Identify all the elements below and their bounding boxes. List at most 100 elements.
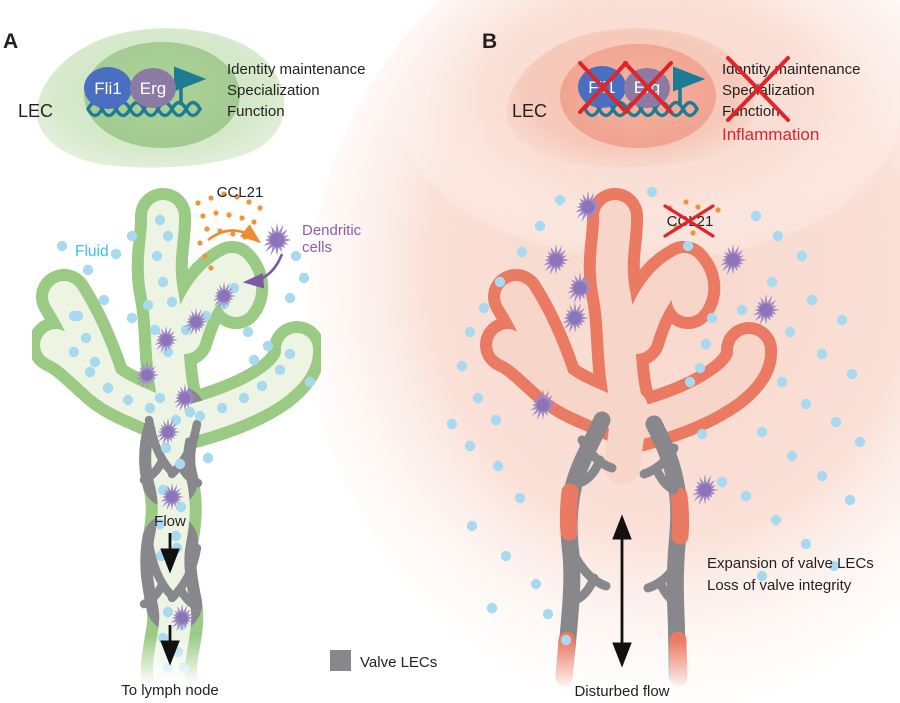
fluid-dot xyxy=(816,470,828,482)
function-item: Identity maintenance xyxy=(722,61,860,78)
fluid-dot xyxy=(175,501,187,513)
fluid-dot xyxy=(157,632,169,644)
disturbed-flow-label: Disturbed flow xyxy=(574,683,669,700)
fluid-dot xyxy=(682,240,694,252)
ccl21-dot xyxy=(200,213,206,219)
functions-list-a: Identity maintenance Specialization Func… xyxy=(227,61,365,120)
transcription-arrow-b xyxy=(672,66,706,105)
dendritic-cell-core xyxy=(160,334,172,346)
note-line: Loss of valve integrity xyxy=(707,577,852,594)
fluid-dot xyxy=(830,416,842,428)
dendritic-cells-label: Dendritic cells xyxy=(302,222,362,256)
legend: Valve LECs xyxy=(330,650,437,671)
valve-limb-red-patches xyxy=(555,483,690,687)
fluid-dot xyxy=(184,406,196,418)
ccl21-dot xyxy=(213,210,219,216)
cross-functions xyxy=(726,56,790,122)
fluid-dot xyxy=(694,362,706,374)
valve-leaflets-a xyxy=(139,415,203,612)
fluid-dot xyxy=(274,364,286,376)
dendritic-cell-core xyxy=(581,200,595,214)
fluid-dot xyxy=(256,380,268,392)
fluid-dot xyxy=(172,646,184,658)
fluid-dot xyxy=(786,450,798,462)
fluid-dot xyxy=(696,428,708,440)
fluid-dot xyxy=(828,560,840,572)
lec-label-b: LEC xyxy=(512,101,547,121)
panel-b-label: B xyxy=(482,30,497,53)
transcription-arrow-a xyxy=(173,66,207,105)
fluid-dot xyxy=(800,538,812,550)
fluid-dot xyxy=(560,634,572,646)
fluid-dot xyxy=(464,440,476,452)
dendritic-cell-core xyxy=(270,233,284,247)
lec-cell-b: Fli1 Erg xyxy=(506,28,755,168)
fluid-dot xyxy=(228,282,240,294)
ccl21-dot xyxy=(257,205,263,211)
fluid-dot xyxy=(155,550,167,562)
dendritic-entry-arrow xyxy=(242,253,284,289)
valve-lecs-label: Valve LECs xyxy=(360,654,437,671)
fluid-dot xyxy=(466,520,478,532)
fluid-dot xyxy=(304,376,316,388)
flow-label: Flow xyxy=(154,513,186,530)
fluid-dot xyxy=(554,194,566,206)
fluid-dot xyxy=(836,314,848,326)
fluid-dot xyxy=(446,418,458,430)
fluid-dot xyxy=(766,276,778,288)
fluid-dot xyxy=(157,484,169,496)
lec-cell-a: Fli1 Erg xyxy=(36,28,285,168)
inflammation-label: Inflammation xyxy=(722,125,819,144)
fluid-dot xyxy=(68,310,80,322)
fluid-dot xyxy=(816,348,828,360)
fluid-dot xyxy=(684,376,696,388)
fluid-dot xyxy=(194,410,206,422)
fluid-dot xyxy=(514,492,526,504)
dendritic-cell-core xyxy=(166,491,178,503)
fluid-dot xyxy=(89,356,101,368)
valve-lecs-swatch xyxy=(330,650,351,671)
fluid-dot xyxy=(298,272,310,284)
fluid-dot xyxy=(98,294,110,306)
valve-leaflets-b xyxy=(571,435,683,609)
fluid-dot xyxy=(154,518,166,530)
fluid-dot xyxy=(700,338,712,350)
fluid-dot xyxy=(486,602,498,614)
ccl21-dot xyxy=(695,204,701,210)
fluid-dot xyxy=(242,326,254,338)
ccl21-dot xyxy=(234,194,240,200)
fluid-dot xyxy=(716,476,728,488)
dendritic-cell-core xyxy=(549,253,563,267)
fluid-dot xyxy=(756,426,768,438)
fluid-dot xyxy=(500,550,512,562)
function-item: Function xyxy=(227,103,285,120)
functions-list-b: Identity maintenance Specialization Func… xyxy=(722,61,860,120)
fluid-dot xyxy=(784,326,796,338)
fluid-dot xyxy=(151,250,163,262)
fluid-dot xyxy=(844,494,856,506)
cross-ccl21 xyxy=(663,204,715,238)
ccl21-dot xyxy=(239,215,245,221)
ccl21-dot xyxy=(683,199,689,205)
fli1-label-a: Fli1 xyxy=(94,79,121,98)
fluid-dot xyxy=(800,398,812,410)
fluid-dot xyxy=(736,304,748,316)
fluid-dot xyxy=(796,250,808,262)
fluid-dot xyxy=(478,302,490,314)
panel-a-vessel xyxy=(28,188,326,703)
fluid-dot xyxy=(464,326,476,338)
cross-fli1 xyxy=(578,61,628,114)
fluid-dot xyxy=(162,662,174,674)
fluid-dot xyxy=(770,514,782,526)
ccl21-dot xyxy=(208,195,214,201)
fluid-dot xyxy=(157,276,169,288)
ccl21-dot xyxy=(230,231,236,237)
fluid-dot xyxy=(162,346,174,358)
dendritic-cell-core xyxy=(568,311,582,325)
dendritic-cell-core xyxy=(179,392,191,404)
fluid-dot xyxy=(144,402,156,414)
fluid-dot xyxy=(284,292,296,304)
fluid-dot xyxy=(750,210,762,222)
dendritic-cell-core xyxy=(218,290,230,302)
dendritic-cell-core xyxy=(759,303,773,317)
